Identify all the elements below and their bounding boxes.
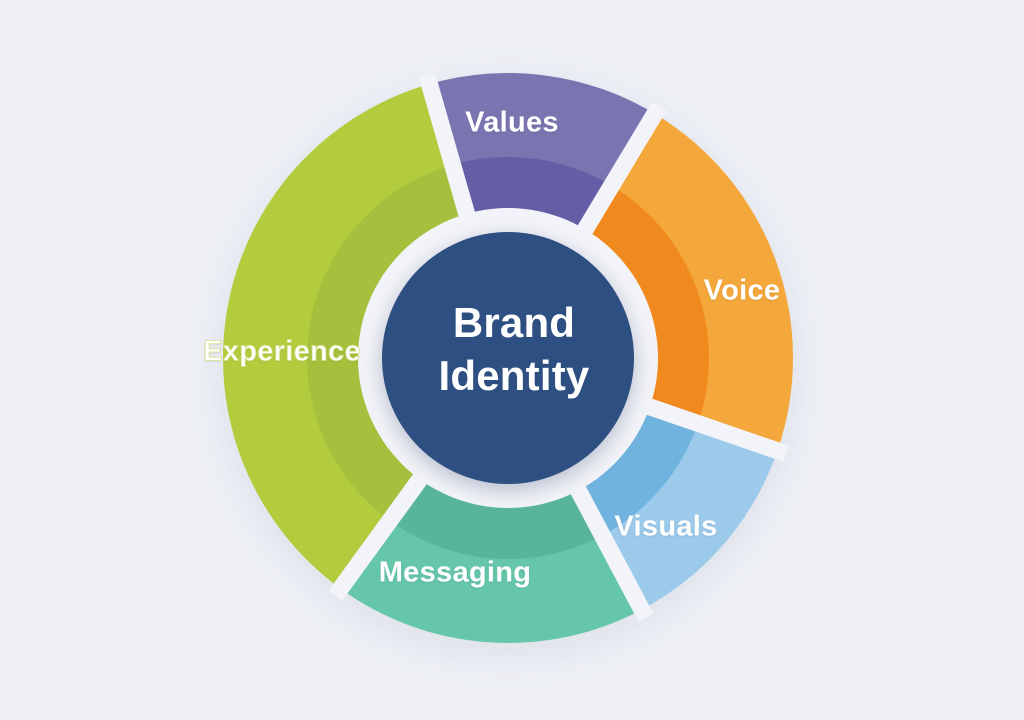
segment-label-messaging: Messaging	[378, 556, 532, 589]
segment-values-inner-band	[452, 157, 612, 232]
segment-label-experience: Experience	[203, 335, 361, 368]
segment-divider	[418, 73, 478, 224]
center-title: Brand Identity	[439, 297, 590, 403]
center-title-line1: Brand	[452, 299, 576, 347]
segment-label-visuals: Visuals	[614, 510, 718, 543]
segment-visuals-inner-band	[577, 406, 699, 536]
segment-label-values: Values	[465, 106, 559, 139]
center-title-line2: Identity	[438, 352, 590, 399]
segment-messaging-inner-band	[389, 477, 603, 559]
segment-divider	[328, 467, 432, 601]
segment-divider	[639, 396, 789, 462]
segment-divider	[573, 101, 667, 241]
segment-divider	[567, 479, 654, 622]
segment-label-voice: Voice	[703, 274, 781, 307]
segment-experience-inner-band	[307, 164, 468, 521]
hub-circle	[382, 232, 634, 484]
